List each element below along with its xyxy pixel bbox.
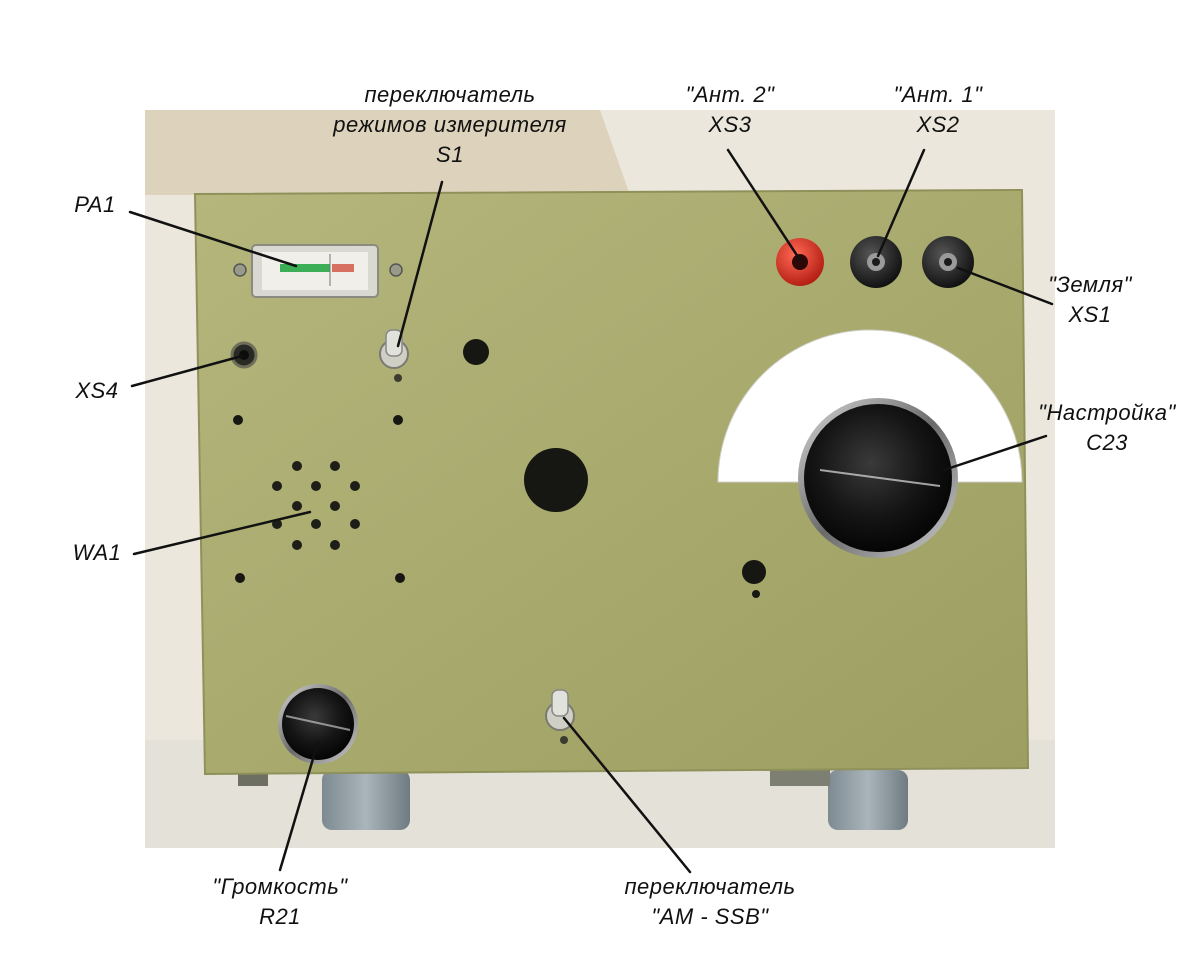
label-mode-switch-line2: режимов измерителя	[333, 112, 567, 137]
label-xs4: XS4	[52, 376, 142, 406]
label-volume-r21: "Громкость" R21	[185, 872, 375, 932]
label-tuning-c23: "Настройка" C23	[1022, 398, 1192, 458]
label-tuning-line1: "Настройка"	[1038, 400, 1176, 425]
label-ground-xs1: "Земля" XS1	[1030, 270, 1150, 330]
label-ground-line1: "Земля"	[1048, 272, 1132, 297]
label-volume-line1: "Громкость"	[212, 874, 348, 899]
label-mode-switch-s1: переключатель режимов измерителя S1	[330, 80, 570, 170]
label-xs4-line1: XS4	[75, 378, 119, 403]
label-am-ssb-switch: переключатель "AM - SSB"	[600, 872, 820, 932]
label-wa1-line1: WA1	[72, 540, 122, 565]
leader-lines	[128, 148, 1054, 874]
label-ant1-line2: XS2	[916, 112, 960, 137]
label-ant1-xs2: "Ант. 1" XS2	[868, 80, 1008, 140]
label-ground-line2: XS1	[1068, 302, 1112, 327]
knob-volume-r21	[278, 684, 358, 764]
wall-shadow	[145, 110, 630, 195]
label-ant2-line1: "Ант. 2"	[685, 82, 775, 107]
label-pa1-line1: PA1	[74, 192, 116, 217]
panel-holes	[233, 339, 766, 598]
label-tuning-line2: C23	[1086, 430, 1128, 455]
socket-xs3-red	[776, 238, 824, 286]
meter-pa1	[233, 244, 403, 298]
device-feet	[238, 766, 908, 830]
label-am-ssb-line2: "AM - SSB"	[651, 904, 769, 929]
label-mode-switch-line3: S1	[436, 142, 464, 167]
label-wa1: WA1	[52, 538, 142, 568]
socket-xs2-black	[850, 236, 902, 288]
label-ant1-line1: "Ант. 1"	[893, 82, 983, 107]
label-ant2-xs3: "Ант. 2" XS3	[660, 80, 800, 140]
label-volume-line2: R21	[259, 904, 301, 929]
toggle-switch-s1	[379, 329, 409, 382]
socket-xs1-black	[922, 236, 974, 288]
jack-xs4	[230, 341, 258, 369]
label-mode-switch-line1: переключатель	[364, 82, 536, 107]
label-pa1: PA1	[40, 190, 150, 220]
speaker-grille-wa1	[272, 461, 360, 550]
front-panel	[193, 188, 1030, 776]
label-ant2-line2: XS3	[708, 112, 752, 137]
label-am-ssb-line1: переключатель	[624, 874, 796, 899]
knob-tuning-c23	[798, 398, 958, 558]
